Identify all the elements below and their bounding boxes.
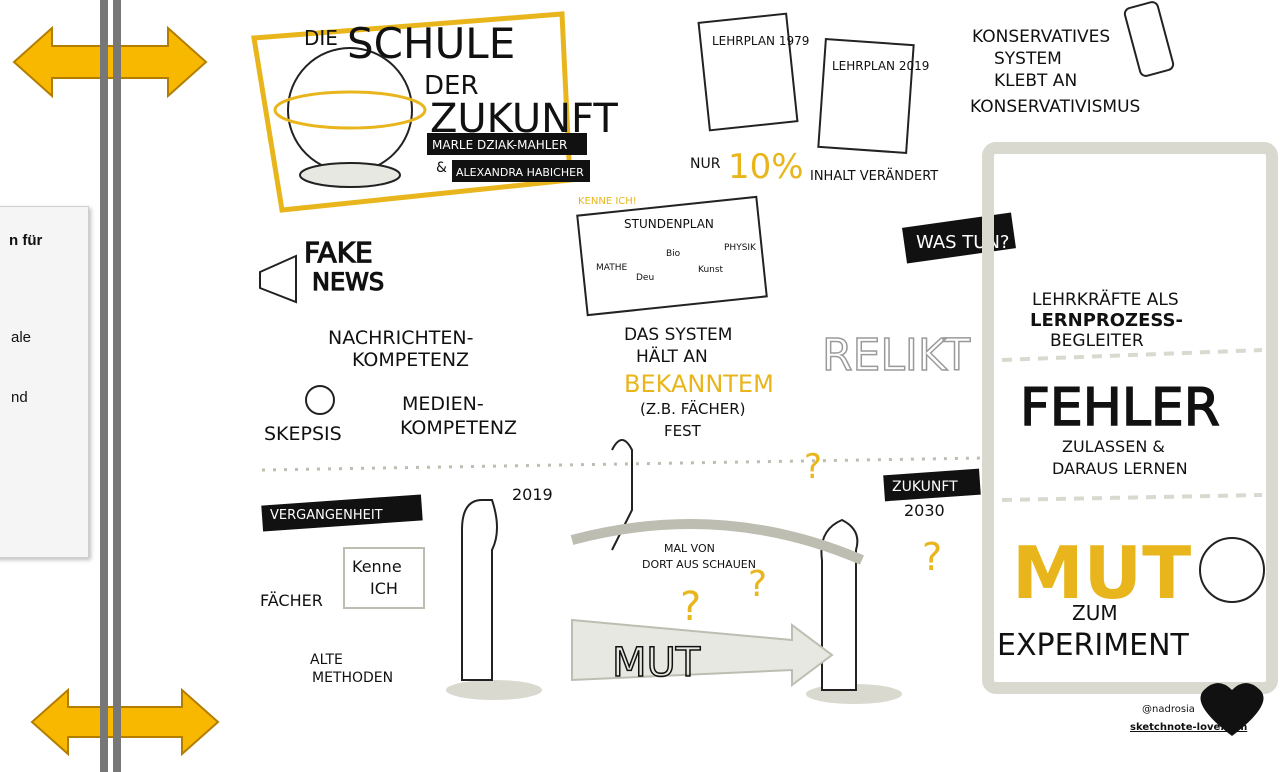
divider-line-left[interactable] bbox=[100, 0, 108, 772]
popup-line-3: nd bbox=[11, 389, 28, 406]
faecher-bsp: (Z.B. FÄCHER) bbox=[640, 399, 745, 418]
zulassen-2: DARAUS LERNEN bbox=[1052, 459, 1188, 478]
lehrplan-1979-doc bbox=[697, 12, 799, 132]
zukunft-label: ZUKUNFT bbox=[892, 479, 958, 495]
question-mark-3-icon: ? bbox=[804, 447, 822, 487]
site-link[interactable]: sketchnote-love.com bbox=[1130, 722, 1247, 733]
konservativ-3: KLEBT AN bbox=[994, 71, 1077, 91]
popup-line-1: n für bbox=[9, 232, 43, 249]
cell-physik: PHYSIK bbox=[724, 243, 757, 253]
figure-left-icon bbox=[461, 499, 498, 681]
figure-left-shadow bbox=[446, 680, 542, 700]
resize-arrow-bottom-icon[interactable] bbox=[30, 688, 220, 756]
ten-percent: 10% bbox=[728, 147, 804, 187]
orbit-icon bbox=[273, 90, 427, 130]
system-2: HÄLT AN bbox=[636, 346, 708, 367]
author1-banner bbox=[427, 133, 587, 155]
left-pane: n für ale nd bbox=[0, 0, 232, 772]
alte-2: METHODEN bbox=[312, 670, 393, 686]
kenne-1: Kenne bbox=[352, 557, 402, 576]
zukunft-banner bbox=[883, 468, 981, 502]
mut-big: MUT bbox=[1012, 531, 1191, 615]
was-tun: WAS TUN? bbox=[916, 232, 1009, 253]
column-divider-2 bbox=[1001, 493, 1263, 502]
ball-stand-icon bbox=[299, 162, 401, 188]
zum: ZUM bbox=[1072, 601, 1118, 625]
sketchnote-love-logo bbox=[1200, 683, 1264, 736]
lehrplan-2019: LEHRPLAN 2019 bbox=[832, 59, 929, 73]
question-mark-4-icon: ? bbox=[922, 535, 942, 579]
cell-mathe: MATHE bbox=[596, 263, 627, 273]
mal-von-1: MAL VON bbox=[664, 542, 715, 555]
author2-banner bbox=[452, 160, 590, 182]
lehrkraefte-2: LERNPROZESS- bbox=[1030, 310, 1183, 331]
bridge-arrow bbox=[570, 519, 864, 565]
glue-stick-icon bbox=[1123, 1, 1175, 77]
skepsis: SKEPSIS bbox=[264, 423, 342, 445]
medien-1: MEDIEN- bbox=[402, 393, 484, 415]
faecher: FÄCHER bbox=[260, 591, 323, 610]
konservativ-4: KONSERVATIVISMUS bbox=[970, 97, 1140, 117]
timeline-dotted-line bbox=[261, 456, 983, 472]
figure-right-icon bbox=[820, 518, 859, 691]
kenne-ich-small: KENNE ICH! bbox=[578, 196, 637, 207]
column-divider-1 bbox=[1001, 348, 1263, 362]
right-column-frame bbox=[982, 142, 1278, 694]
megaphone-icon bbox=[259, 254, 297, 304]
author-amp: & bbox=[436, 160, 447, 176]
lehrplan-1979: LEHRPLAN 1979 bbox=[712, 34, 809, 48]
title-die: DIE bbox=[304, 26, 338, 50]
alte-1: ALTE bbox=[310, 652, 343, 668]
divider-line-right[interactable] bbox=[113, 0, 121, 772]
fake: FAKE bbox=[304, 236, 373, 269]
cell-kunst: Kunst bbox=[698, 265, 724, 275]
mal-von-2: DORT AUS SCHAUEN bbox=[642, 558, 756, 571]
sketchnote-image: DIE SCHULE DER ZUKUNFT MARLE DZIAK-MAHLE… bbox=[251, 1, 1278, 736]
author2: ALEXANDRA HABICHER bbox=[456, 166, 584, 179]
year-2019: 2019 bbox=[512, 485, 553, 504]
nachrichten-1: NACHRICHTEN- bbox=[328, 327, 473, 349]
author1: MARLE DZIAK-MAHLER bbox=[432, 138, 567, 152]
experiment: EXPERIMENT bbox=[997, 628, 1190, 663]
year-2030: 2030 bbox=[904, 501, 945, 520]
stundenplan: STUNDENPLAN bbox=[624, 217, 714, 231]
fest: FEST bbox=[664, 422, 702, 440]
twitter-handle: @nadrosia bbox=[1142, 704, 1195, 715]
cell-deu: Deu bbox=[636, 273, 654, 283]
vergangenheit: VERGANGENHEIT bbox=[270, 508, 383, 523]
nur-label: NUR bbox=[690, 156, 721, 172]
zulassen-1: ZULASSEN & bbox=[1062, 437, 1165, 456]
nachrichten-2: KOMPETENZ bbox=[352, 349, 469, 371]
resize-arrow-top-icon[interactable] bbox=[12, 26, 208, 98]
figure-walking-icon bbox=[611, 439, 633, 551]
bekanntem: BEKANNTEM bbox=[624, 370, 774, 398]
vergangenheit-banner bbox=[261, 494, 423, 532]
medien-2: KOMPETENZ bbox=[400, 417, 517, 439]
flask-icon bbox=[1199, 537, 1265, 603]
question-mark-1-icon: ? bbox=[680, 584, 701, 630]
lehrplan-2019-doc bbox=[817, 37, 915, 155]
popup-card: n für ale nd bbox=[0, 206, 89, 558]
skepsis-face-icon bbox=[305, 385, 335, 415]
kenne-ich-box bbox=[343, 547, 425, 609]
relikt: RELIKT bbox=[822, 330, 970, 381]
title-der: DER bbox=[424, 71, 479, 101]
cell-bio: Bio bbox=[666, 249, 681, 259]
mut-bottom: MUT bbox=[612, 640, 701, 686]
konservativ-2: SYSTEM bbox=[994, 49, 1062, 69]
question-mark-2-icon: ? bbox=[748, 564, 767, 605]
news: NEWS bbox=[312, 268, 384, 296]
kenne-2: ICH bbox=[370, 579, 398, 598]
mut-arrow bbox=[571, 618, 834, 687]
konservativ-1: KONSERVATIVES bbox=[972, 27, 1110, 47]
system-1: DAS SYSTEM bbox=[624, 325, 732, 345]
stundenplan-sheet bbox=[576, 195, 768, 317]
popup-line-2: ale bbox=[11, 329, 32, 346]
lehrkraefte-3: BEGLEITER bbox=[1050, 331, 1144, 351]
inhalt-veraendert: INHALT VERÄNDERT bbox=[810, 168, 938, 184]
lehrkraefte-1: LEHRKRÄFTE ALS bbox=[1032, 289, 1179, 310]
fehler: FEHLER bbox=[1020, 378, 1220, 438]
title-schule: SCHULE bbox=[347, 19, 515, 68]
